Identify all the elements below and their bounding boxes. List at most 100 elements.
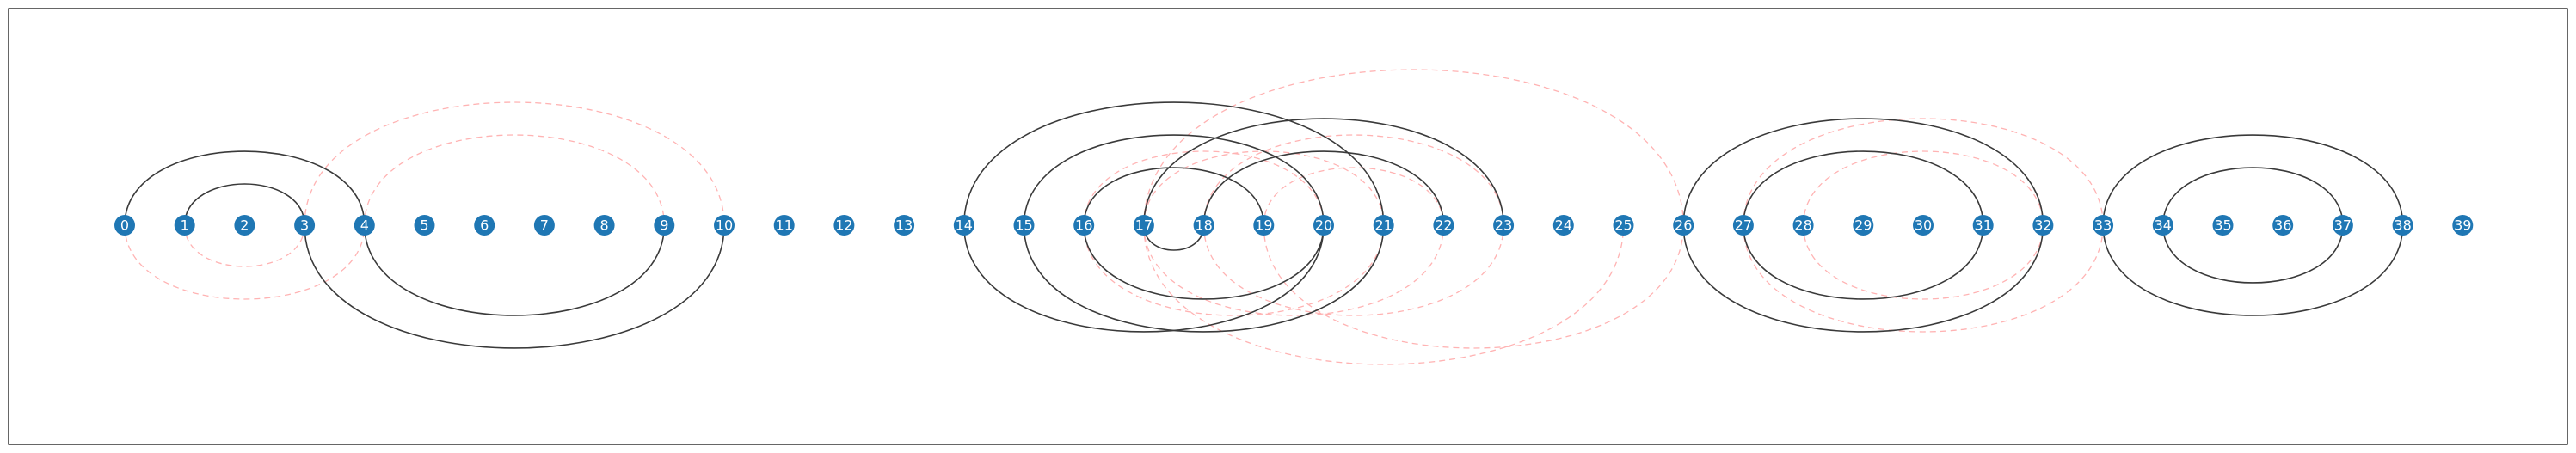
- node-circle: [1433, 215, 1454, 236]
- dashed-edge-16-20: [1083, 150, 1325, 226]
- dashed-edge-18-23: [1202, 134, 1504, 226]
- node-circle: [2152, 215, 2173, 236]
- solid-edge-34-37: [2162, 167, 2344, 226]
- solid-edges: [124, 101, 2404, 349]
- node-label: 32: [2034, 217, 2051, 234]
- node-6: 6: [474, 215, 495, 236]
- node-circle: [1013, 215, 1035, 236]
- dashed-edge-19-26: [1263, 224, 1684, 349]
- node-circle: [114, 215, 135, 236]
- node-28: 28: [1792, 215, 1814, 236]
- node-27: 27: [1732, 215, 1754, 236]
- node-circle: [654, 215, 675, 236]
- node-13: 13: [894, 215, 915, 236]
- node-circle: [2452, 215, 2474, 236]
- node-circle: [533, 215, 555, 236]
- node-circle: [833, 215, 855, 236]
- node-24: 24: [1552, 215, 1574, 236]
- node-circle: [1133, 215, 1154, 236]
- node-circle: [414, 215, 435, 236]
- node-circle: [714, 215, 735, 236]
- node-circle: [1253, 215, 1275, 236]
- node-label: 24: [1555, 217, 1572, 234]
- node-label: 27: [1735, 217, 1752, 234]
- node-32: 32: [2032, 215, 2054, 236]
- node-label: 31: [1975, 217, 1992, 234]
- node-circle: [1732, 215, 1754, 236]
- node-label: 13: [895, 217, 913, 234]
- node-label: 20: [1315, 217, 1332, 234]
- node-circle: [1972, 215, 1994, 236]
- node-11: 11: [773, 215, 795, 236]
- node-label: 11: [776, 217, 793, 234]
- node-label: 7: [540, 217, 549, 234]
- dashed-edge-28-32: [1802, 150, 2044, 226]
- node-circle: [1853, 215, 1874, 236]
- node-label: 28: [1794, 217, 1811, 234]
- node-label: 3: [300, 217, 309, 234]
- node-label: 6: [480, 217, 489, 234]
- node-circle: [593, 215, 615, 236]
- node-label: 39: [2454, 217, 2471, 234]
- node-0: 0: [114, 215, 135, 236]
- node-circle: [894, 215, 915, 236]
- dashed-edge-17-26: [1143, 69, 1684, 226]
- node-circle: [294, 215, 316, 236]
- solid-edge-16-20: [1083, 224, 1325, 300]
- node-label: 12: [835, 217, 852, 234]
- node-4: 4: [354, 215, 375, 236]
- solid-edge-16-19: [1083, 167, 1265, 226]
- node-label: 1: [181, 217, 189, 234]
- node-10: 10: [714, 215, 735, 236]
- node-circle: [354, 215, 375, 236]
- node-label: 17: [1135, 217, 1153, 234]
- plot-frame: [8, 8, 2568, 445]
- node-label: 37: [2334, 217, 2352, 234]
- node-circle: [2332, 215, 2353, 236]
- dashed-edge-27-33: [1743, 118, 2104, 226]
- node-label: 4: [360, 217, 369, 234]
- node-circle: [2392, 215, 2413, 236]
- node-circle: [2093, 215, 2114, 236]
- node-25: 25: [1613, 215, 1634, 236]
- node-label: 0: [120, 217, 129, 234]
- dashed-edge-27-33: [1743, 224, 2104, 333]
- solid-edge-27-31: [1743, 150, 1984, 226]
- node-circle: [773, 215, 795, 236]
- node-label: 14: [956, 217, 973, 234]
- node-circle: [474, 215, 495, 236]
- node-circle: [174, 215, 195, 236]
- node-label: 15: [1015, 217, 1032, 234]
- node-label: 38: [2394, 217, 2411, 234]
- node-circle: [1552, 215, 1574, 236]
- solid-edge-26-32: [1682, 224, 2044, 333]
- dashed-edge-17-21: [1143, 150, 1385, 226]
- dashed-edge-0-4: [124, 224, 366, 300]
- node-label: 34: [2155, 217, 2172, 234]
- solid-edge-14-20: [963, 224, 1325, 333]
- node-23: 23: [1493, 215, 1515, 236]
- node-21: 21: [1373, 215, 1394, 236]
- dashed-edge-19-22: [1263, 167, 1445, 226]
- solid-edge-27-31: [1743, 224, 1984, 300]
- dashed-edge-17-25: [1143, 224, 1625, 365]
- solid-edge-17-23: [1143, 118, 1504, 226]
- node-circle: [1313, 215, 1334, 236]
- dashed-edge-4-9: [364, 134, 665, 226]
- node-label: 25: [1614, 217, 1632, 234]
- node-35: 35: [2212, 215, 2234, 236]
- node-label: 18: [1195, 217, 1212, 234]
- node-17: 17: [1133, 215, 1154, 236]
- node-30: 30: [1913, 215, 1934, 236]
- node-label: 10: [716, 217, 733, 234]
- node-circle: [2272, 215, 2294, 236]
- node-8: 8: [593, 215, 615, 236]
- node-label: 23: [1495, 217, 1512, 234]
- node-label: 35: [2214, 217, 2231, 234]
- node-label: 22: [1435, 217, 1452, 234]
- node-circle: [1613, 215, 1634, 236]
- solid-edge-15-21: [1023, 224, 1385, 333]
- solid-edge-1-3: [183, 183, 305, 226]
- node-20: 20: [1313, 215, 1334, 236]
